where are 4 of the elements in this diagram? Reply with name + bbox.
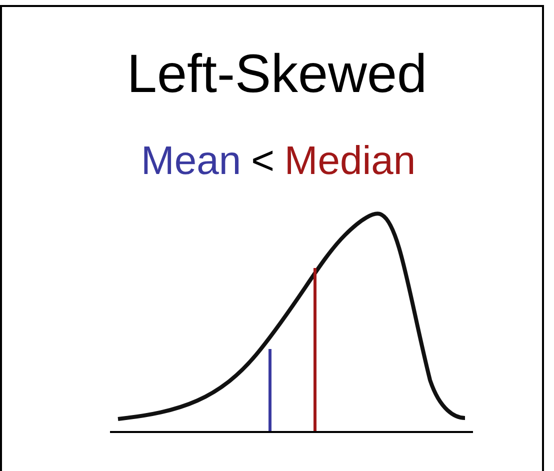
mean-label: Mean [141, 139, 242, 183]
title: Left-Skewed [126, 43, 428, 106]
comparison-sign: < [251, 139, 274, 183]
median-label: Median [284, 139, 416, 183]
